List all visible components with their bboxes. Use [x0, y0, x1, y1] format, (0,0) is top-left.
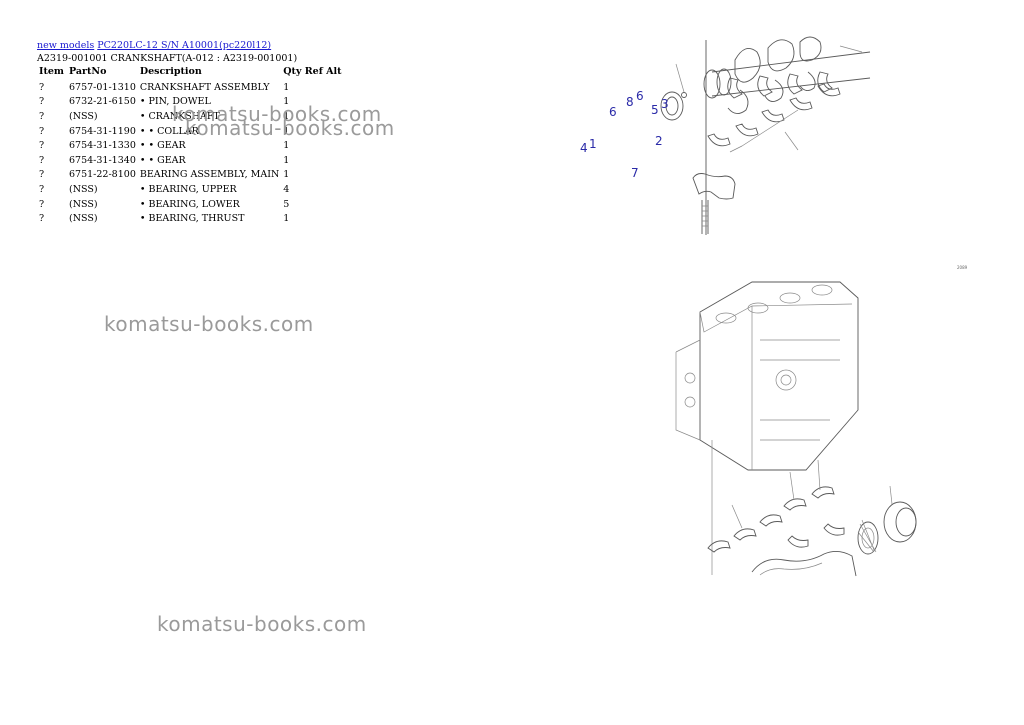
row-qty: 1 — [283, 169, 290, 181]
table-row: ? (NSS) • BEARING, UPPER 4 — [37, 182, 343, 197]
lower-bearing-shells-drawing — [707, 459, 845, 553]
row-qty: 1 — [283, 96, 290, 108]
row-qty: 1 — [283, 81, 290, 93]
row-qty: 1 — [283, 140, 290, 152]
drawing-code: 2089 — [957, 265, 968, 270]
watermark-4: komatsu-books.com — [157, 612, 367, 636]
row-qty: 4 — [283, 183, 290, 195]
row-partno: 6754-31-1330 — [69, 140, 136, 152]
row-item: ? — [39, 96, 45, 108]
crankshaft-upper-drawing — [675, 36, 871, 235]
row-qty: 5 — [283, 198, 290, 210]
row-partno: 6751-22-8100 — [69, 169, 136, 181]
thrust-ring-drawing — [660, 91, 684, 121]
row-description: • CRANKSHAFT — [139, 110, 220, 122]
row-partno: 6754-31-1190 — [69, 125, 136, 137]
header-partno: PartNo — [69, 66, 107, 77]
row-qty: 1 — [283, 154, 290, 166]
callout-numbers: 6 8 6 5 3 4 1 2 7 — [580, 89, 669, 180]
row-item: ? — [39, 169, 45, 181]
watermark-3: komatsu-books.com — [104, 312, 314, 336]
row-description: BEARING ASSEMBLY, MAIN — [139, 169, 280, 181]
row-item: ? — [39, 154, 45, 166]
table-row: ? 6754-31-1330• • GEAR 1 — [37, 138, 343, 153]
row-qty: 1 — [283, 110, 290, 122]
row-partno: (NSS) — [69, 110, 98, 122]
row-description: • PIN, DOWEL — [139, 96, 211, 108]
row-item: ? — [39, 81, 45, 93]
breadcrumb-link-new-models[interactable]: new models — [37, 40, 95, 51]
callout-5: 5 — [651, 103, 659, 117]
callout-3: 3 — [661, 97, 669, 111]
crankshaft-lower-drawing — [751, 551, 857, 577]
watermark-1: komatsu-books.com — [172, 102, 382, 126]
row-description: • • GEAR — [139, 154, 186, 166]
row-item: ? — [39, 140, 45, 152]
row-item: ? — [39, 125, 45, 137]
table-row: ? (NSS) • CRANKSHAFT 1 — [37, 109, 343, 124]
row-qty: 1 — [283, 213, 290, 225]
callout-8: 8 — [626, 95, 634, 109]
bearing-shells-lower-row — [707, 83, 841, 153]
row-item: ? — [39, 213, 45, 225]
row-partno: 6754-31-1340 — [69, 154, 136, 166]
row-description: • BEARING, LOWER — [139, 198, 240, 210]
row-item: ? — [39, 183, 45, 195]
timing-gear-drawing — [857, 519, 879, 555]
collar-ring-drawing — [883, 485, 917, 543]
row-partno: (NSS) — [69, 198, 98, 210]
row-partno: 6732-21-6150 — [69, 96, 136, 108]
callout-2: 2 — [655, 134, 663, 148]
header-qty-ref-alt: Qty Ref Alt — [283, 66, 342, 77]
row-partno: (NSS) — [69, 213, 98, 225]
header-description: Description — [139, 66, 202, 77]
table-row: ? 6732-21-6150• PIN, DOWEL 1 — [37, 95, 343, 110]
row-description: • BEARING, UPPER — [139, 183, 237, 195]
callout-6a: 6 — [609, 105, 617, 119]
callout-4: 4 — [580, 141, 588, 155]
table-header-row: Item PartNo Description Qty Ref Alt — [37, 66, 343, 80]
engine-block-drawing — [675, 281, 859, 575]
table-row: ? 6754-31-1190• • COLLAR 1 — [37, 124, 343, 139]
bearing-cap-drawing — [692, 173, 736, 234]
breadcrumb-link-model[interactable]: PC220LC-12 S/N A10001(pc220l12) — [97, 40, 272, 51]
callout-1: 1 — [589, 137, 597, 151]
row-description: • • COLLAR — [139, 125, 199, 137]
table-row: ? (NSS) • BEARING, LOWER 5 — [37, 197, 343, 212]
row-item: ? — [39, 198, 45, 210]
row-partno: 6757-01-1310 — [69, 81, 136, 93]
parts-table: Item PartNo Description Qty Ref Alt ? 675… — [37, 66, 343, 226]
table-row: ? (NSS) • BEARING, THRUST 1 — [37, 211, 343, 226]
watermark-2: komatsu-books.com — [185, 116, 395, 140]
row-description: • BEARING, THRUST — [139, 213, 245, 225]
callout-7: 7 — [631, 166, 639, 180]
row-item: ? — [39, 110, 45, 122]
row-partno: (NSS) — [69, 183, 98, 195]
callout-6b: 6 — [636, 89, 644, 103]
row-qty: 1 — [283, 125, 290, 137]
table-row: ? 6754-31-1340• • GEAR 1 — [37, 153, 343, 168]
row-description: CRANKSHAFT ASSEMBLY — [139, 81, 270, 93]
bearing-shells-upper-row — [727, 71, 833, 99]
header-item: Item — [39, 66, 64, 77]
page-subtitle: A2319-001001 CRANKSHAFT(A-012 : A2319-00… — [37, 53, 298, 64]
row-description: • • GEAR — [139, 140, 186, 152]
